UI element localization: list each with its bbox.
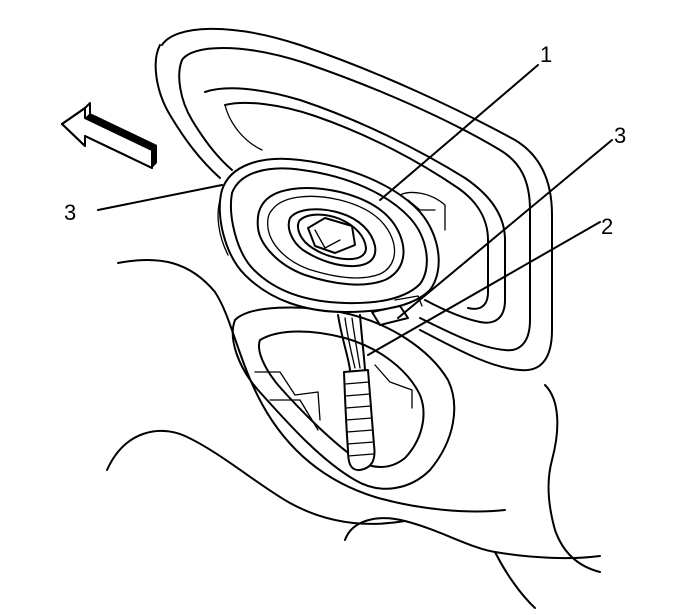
leader-3-left [97, 184, 223, 211]
callout-3-left: 3 [64, 200, 76, 225]
double-arrow-icon [61, 102, 157, 169]
switch-opening [231, 306, 456, 490]
leader-2 [367, 221, 601, 356]
callout-3-right: 3 [614, 123, 626, 148]
door-pull-recess [154, 27, 553, 372]
callout-leaders [97, 64, 613, 356]
trim-panel [106, 258, 601, 609]
callout-1: 1 [540, 42, 552, 67]
leader-3-right [397, 139, 613, 319]
wiring-harness [337, 314, 376, 472]
window-switch-assembly [217, 157, 440, 326]
leader-1 [379, 64, 539, 201]
callout-2: 2 [601, 214, 613, 239]
